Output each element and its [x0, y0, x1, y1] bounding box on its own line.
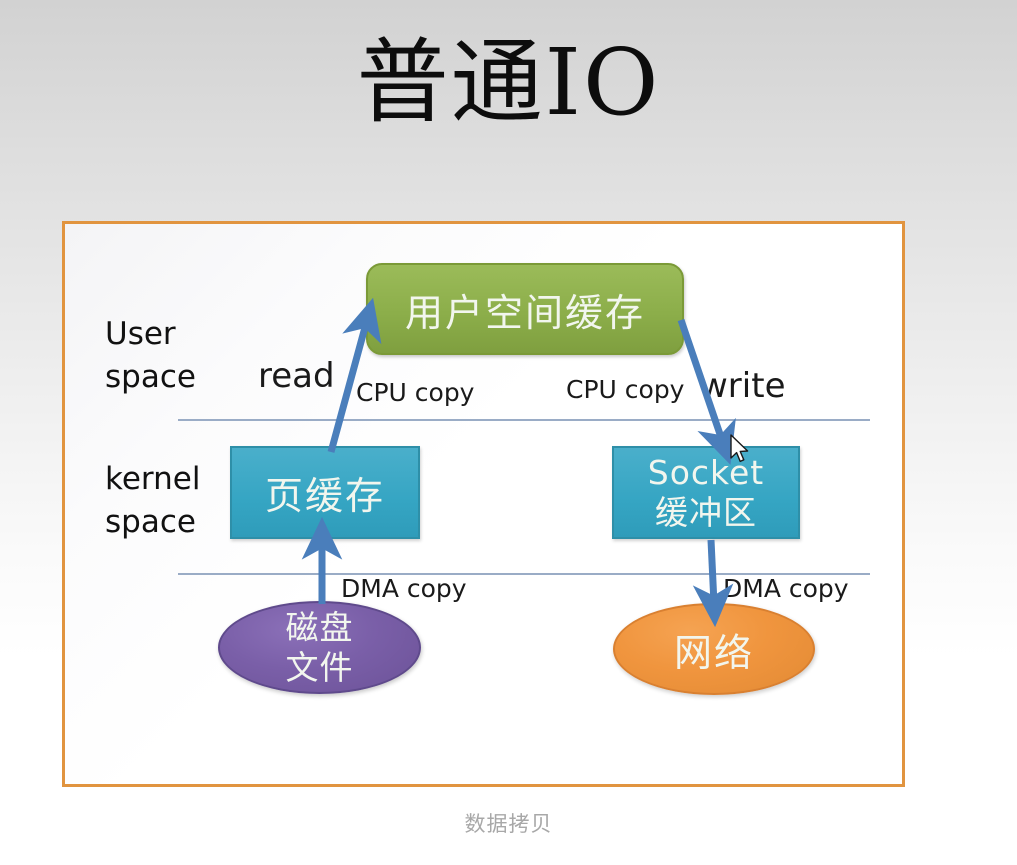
node-disk-file[interactable]: 磁盘 文件: [218, 601, 421, 694]
flow-label-read: read: [258, 356, 335, 396]
zone-label-kernel-space: kernel space: [105, 461, 201, 540]
divider-kernel-hardware: [178, 573, 870, 575]
divider-user-kernel: [178, 419, 870, 421]
flow-label-cpu-copy-right: CPU copy: [566, 375, 685, 404]
node-socket-buffer[interactable]: Socket 缓冲区: [612, 446, 800, 539]
flow-label-write: write: [700, 366, 786, 406]
page-title: 普通IO: [356, 29, 661, 136]
node-user-space-buffer[interactable]: 用户空间缓存: [366, 263, 684, 355]
flow-label-dma-copy-left: DMA copy: [341, 574, 467, 603]
flow-label-dma-copy-right: DMA copy: [723, 574, 849, 603]
caption-text: 数据拷贝: [464, 812, 553, 836]
zone-label-user-space: User space: [105, 316, 196, 395]
flow-label-cpu-copy-left: CPU copy: [356, 378, 475, 407]
node-network[interactable]: 网络: [613, 603, 815, 695]
node-page-cache[interactable]: 页缓存: [230, 446, 420, 539]
mouse-pointer-icon: [730, 434, 749, 463]
